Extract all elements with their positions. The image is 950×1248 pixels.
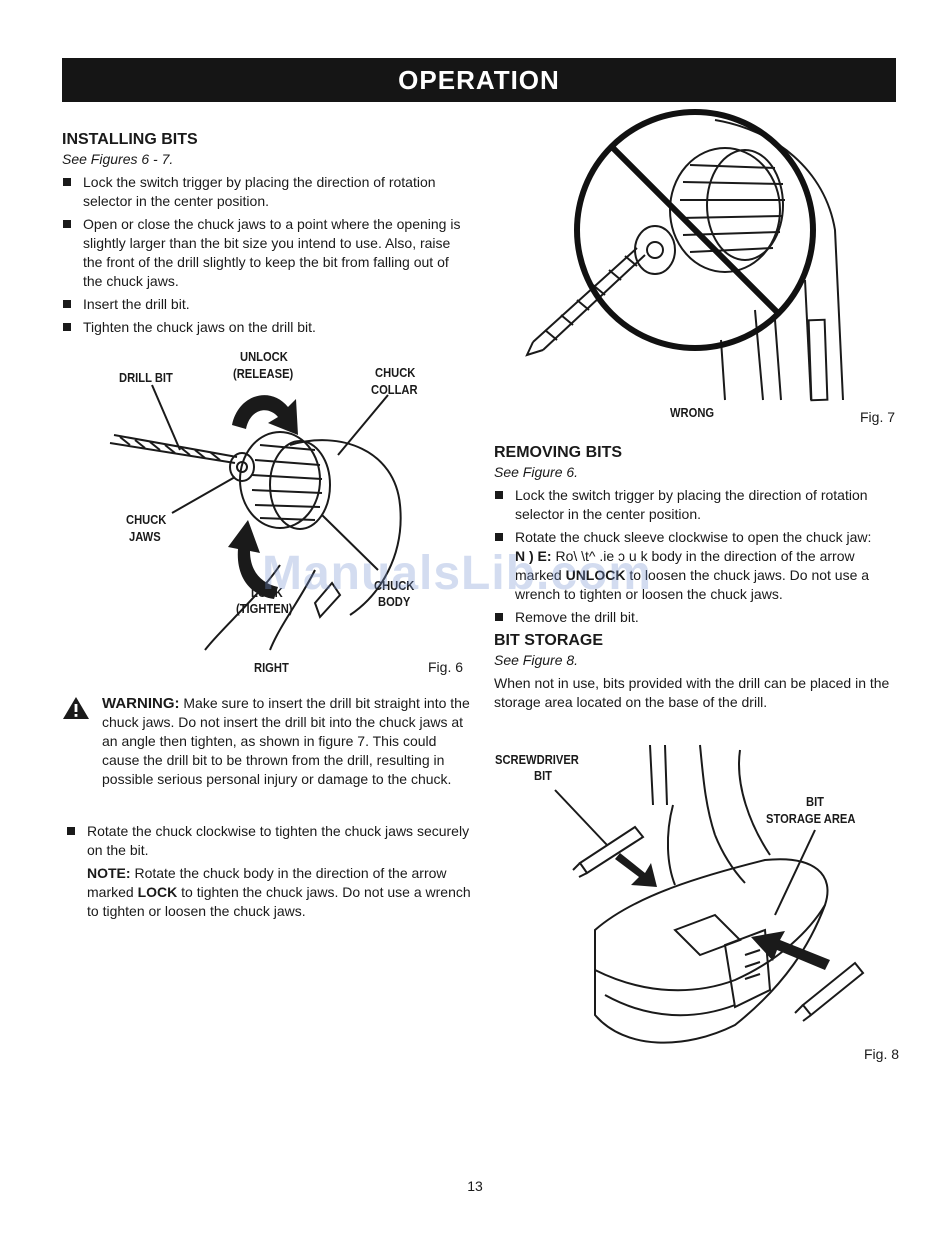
note-label: NOTE: (87, 865, 131, 881)
removing-note-unlock: UNLOCK (565, 567, 626, 583)
list-item: Rotate the chuck sleeve clockwise to ope… (494, 528, 904, 604)
page-title-banner: OPERATION (62, 58, 896, 102)
rotate-step-text: Rotate the chuck clockwise to tighten th… (87, 823, 470, 858)
fig7-label-wrong: WRONG (670, 405, 715, 420)
drill-bit (109, 434, 238, 464)
chuck-collar (669, 147, 781, 273)
removing-bits-heading: REMOVING BITS (494, 444, 623, 461)
fig6-caption: Fig. 6 (428, 659, 464, 675)
installing-bits-steps: Lock the switch trigger by placing the d… (62, 173, 472, 337)
figure-6-drill-chuck-illustration (109, 384, 402, 651)
installing-bits-reference: See Figures 6 - 7. (62, 151, 174, 167)
screwdriver-bit-icon (578, 825, 645, 875)
watermark-overlay: ManualsLib.com (262, 547, 653, 600)
fig6-label-chuck-collar-2: COLLAR (371, 382, 418, 397)
figure-7-wrong-angle-illustration (525, 109, 844, 402)
bit-storage-heading: BIT STORAGE (494, 632, 604, 649)
list-item: Rotate the chuck clockwise to tighten th… (66, 822, 476, 921)
fig8-label-screwdriver-2: BIT (534, 768, 553, 783)
prohibition-slash-icon (609, 144, 781, 316)
removing-note-post: to loosen the chuck jaws. Do not use a w… (515, 567, 870, 602)
fig8-label-storage-2: STORAGE AREA (766, 811, 856, 826)
storage-area-leader (774, 829, 816, 916)
removing-note-label: N ) E: (515, 548, 552, 564)
list-item: Insert the drill bit. (62, 295, 472, 314)
insert-arrow-icon (615, 853, 657, 887)
note-text-post: to tighten the chuck jaws. Do not use a … (87, 884, 471, 919)
screwdriver-bit-spare-icon (801, 961, 865, 1017)
list-item: Tighten the chuck jaws on the drill bit. (62, 318, 472, 337)
fig6-label-right: RIGHT (254, 660, 289, 675)
list-item: Open or close the chuck jaws to a point … (62, 215, 472, 291)
chuck-jaws (634, 225, 676, 275)
fig6-label-chuck-jaws-1: CHUCK (126, 512, 167, 527)
warning-label: WARNING: (102, 695, 180, 712)
bit-storage-reference: See Figure 8. (494, 652, 579, 668)
insert-arrow-right-icon (751, 931, 830, 970)
note-text-lock: LOCK (137, 884, 178, 900)
warning-text: Make sure to insert the drill bit straig… (102, 695, 470, 787)
bit-storage-text: When not in use, bits provided with the … (494, 675, 890, 710)
lock-arrow-icon (228, 520, 278, 599)
fig6-label-drill-bit: DRILL BIT (119, 370, 173, 385)
drill-handle-outline (649, 744, 668, 806)
prohibition-circle-icon (574, 109, 816, 351)
drill-body-outline (289, 439, 402, 616)
list-item: Lock the switch trigger by placing the d… (62, 173, 472, 211)
fig6-label-tighten: (TIGHTEN) (236, 601, 293, 616)
chuck-body-leader (321, 514, 379, 571)
drill-bit (532, 247, 646, 351)
figure-8-bit-storage-illustration (554, 744, 865, 1044)
fig6-label-release: (RELEASE) (233, 366, 294, 381)
unlock-arrow-icon (232, 395, 298, 435)
screwdriver-bit-leader (554, 789, 608, 846)
fig6-label-chuck-body-1: CHUCK (374, 578, 415, 593)
drill-body-outline (714, 119, 844, 401)
drill-bit-leader (151, 384, 181, 451)
rotate-chuck-section: Rotate the chuck clockwise to tighten th… (66, 822, 476, 925)
removing-step-2: Rotate the chuck sleeve clockwise to ope… (515, 529, 872, 545)
chuck-jaws (229, 452, 255, 482)
fig8-label-storage-1: BIT (806, 794, 825, 809)
installing-bits-section: INSTALLING BITS See Figures 6 - 7. Lock … (62, 130, 472, 341)
fig6-label-chuck-body-2: BODY (378, 594, 411, 609)
fig6-label-chuck-collar-1: CHUCK (375, 365, 416, 380)
list-item: Lock the switch trigger by placing the d… (494, 486, 904, 524)
warning-block: WARNING: Make sure to insert the drill b… (62, 694, 472, 789)
removing-bits-section: REMOVING BITS See Figure 6. Lock the swi… (494, 443, 904, 712)
storage-slot (673, 913, 742, 957)
page-number: 13 (467, 1178, 483, 1194)
note-text-pre: Rotate the chuck body in the direction o… (87, 865, 447, 900)
warning-triangle-icon (63, 697, 89, 719)
fig8-caption: Fig. 8 (864, 1046, 900, 1062)
installing-bits-heading: INSTALLING BITS (62, 131, 198, 148)
chuck-jaws-leader (171, 476, 236, 514)
fig6-label-unlock: UNLOCK (240, 349, 288, 364)
fig7-caption: Fig. 7 (860, 409, 896, 425)
list-item: Remove the drill bit. (494, 608, 904, 627)
removing-note-pre: Ro\ \t^ .ie ↄ u k body in the direction … (515, 548, 855, 583)
fig6-label-lock: LOCK (251, 585, 283, 600)
chuck-collar-leader (337, 394, 389, 456)
fig8-label-screwdriver-1: SCREWDRIVER (495, 752, 579, 767)
fig6-label-chuck-jaws-2: JAWS (129, 529, 161, 544)
removing-bits-reference: See Figure 6. (494, 464, 579, 480)
